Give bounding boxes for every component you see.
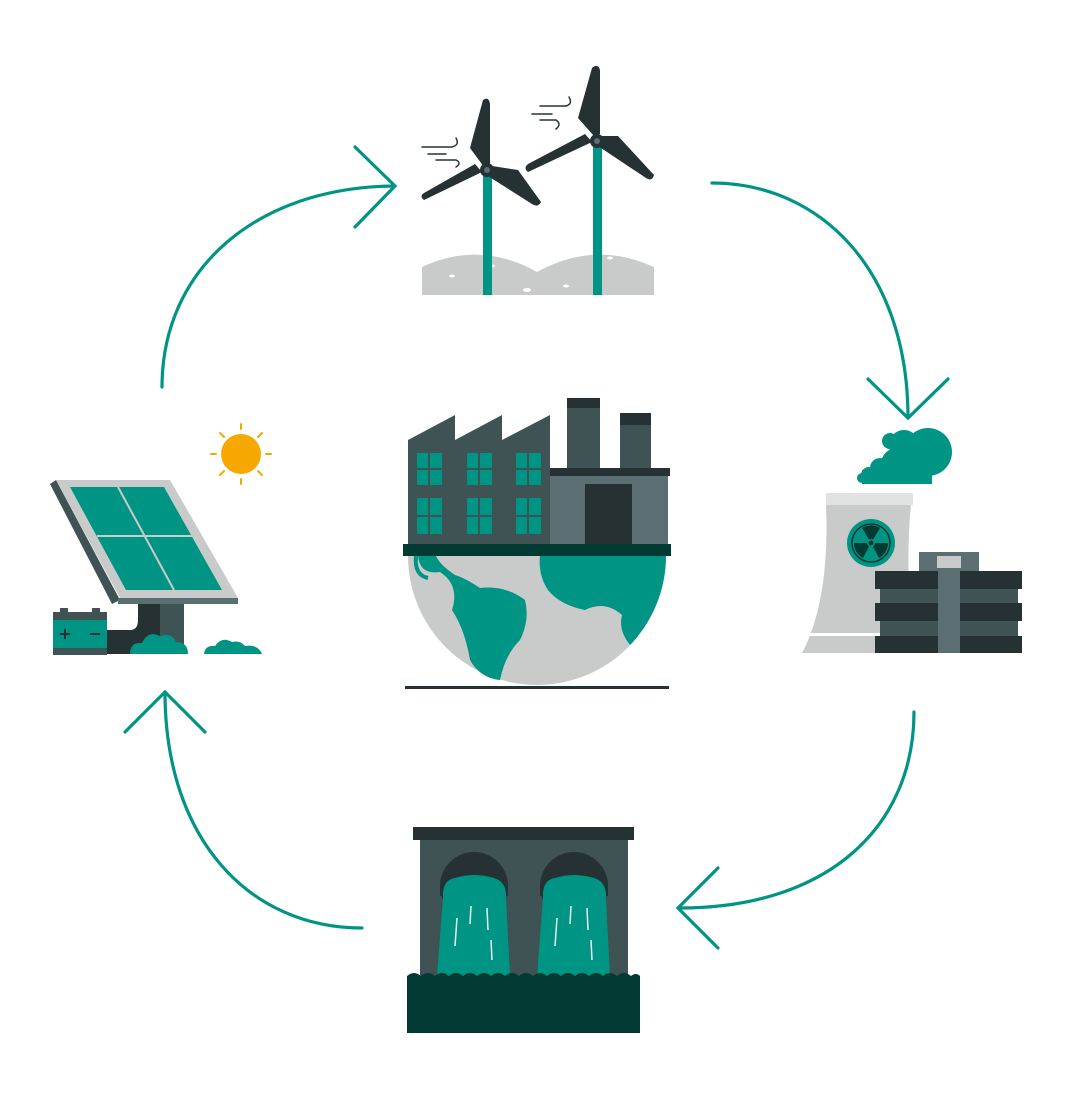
factory-globe-icon xyxy=(403,398,671,689)
solar-panel-icon xyxy=(50,423,272,655)
hydro-dam-icon xyxy=(407,827,640,1033)
nuclear-plant-icon xyxy=(802,428,1022,653)
arrow-wind-to-nuclear xyxy=(710,181,950,421)
arrow-solar-to-wind xyxy=(160,145,398,389)
arrow-nuclear-to-hydro xyxy=(675,710,916,950)
arrow-hydro-to-solar xyxy=(123,689,364,930)
cycle-arrows xyxy=(123,145,950,950)
bush-icon xyxy=(130,634,262,654)
radiation-icon xyxy=(847,519,895,567)
sun-icon xyxy=(210,423,272,485)
wind-lines-icon xyxy=(421,96,572,168)
wind-turbines-icon xyxy=(421,65,654,295)
smoke-cloud-icon xyxy=(857,428,952,484)
